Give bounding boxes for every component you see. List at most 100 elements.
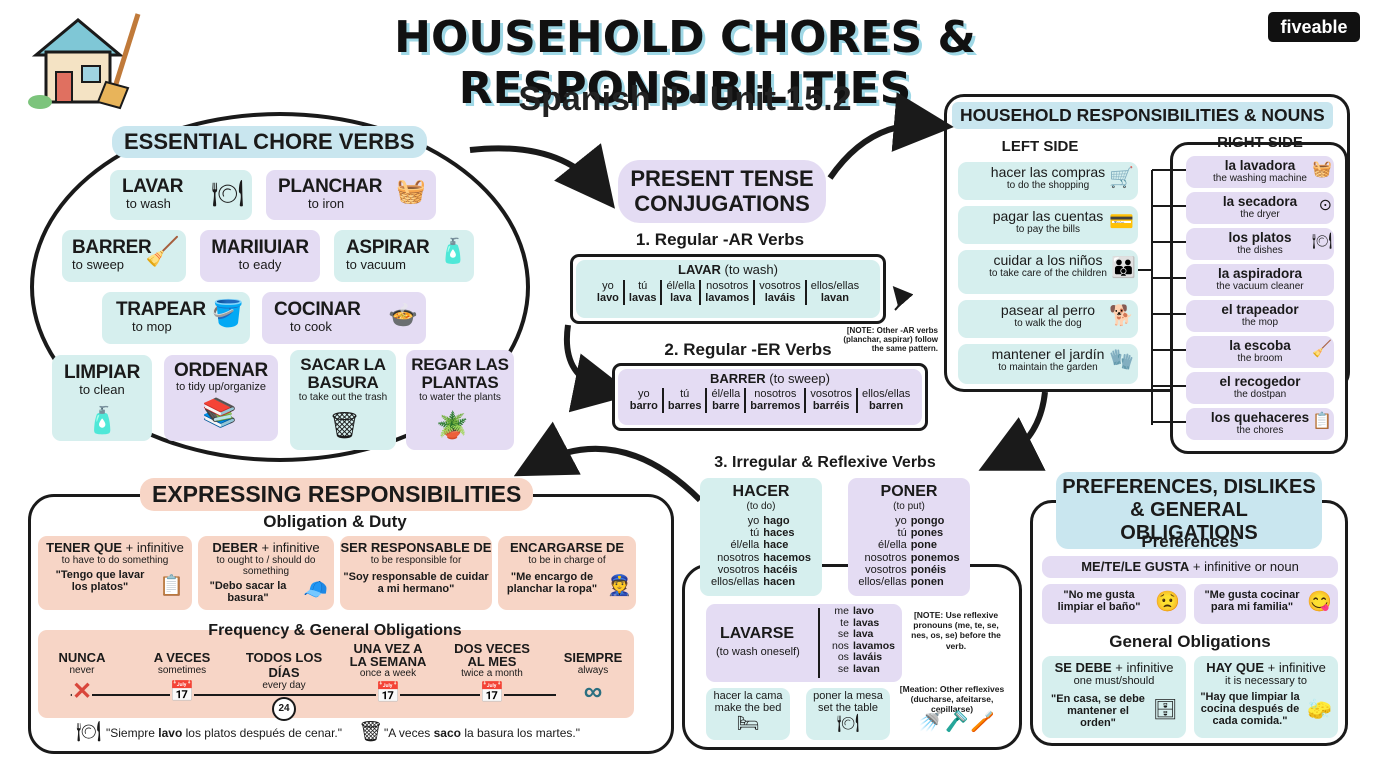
- example-a-veces: "A veces saco la basura los martes.": [384, 726, 580, 740]
- verb-meaning: to clean: [79, 381, 125, 397]
- se-debe-bold: SE DEBE: [1054, 660, 1112, 675]
- item-en: to do the shopping: [1006, 179, 1090, 191]
- phrase-en: set the table: [818, 702, 878, 715]
- reflexives-mention: [Meation: Other reflexives (ducharse, af…: [899, 684, 1005, 715]
- police-cap-icon: 🧢: [303, 579, 328, 601]
- verb-meaning: to sweep: [72, 256, 125, 272]
- item-en: to pay the bills: [1016, 223, 1080, 235]
- verb-label: COCINAR: [274, 299, 361, 320]
- right-side-header: RIGHT SIDE: [1217, 134, 1303, 151]
- chore-verbs-oval: [30, 112, 530, 462]
- kitchen-icon: 🧽: [1307, 699, 1332, 721]
- general-obligations-title: General Obligations: [1109, 632, 1271, 651]
- verb-card-lavar: LAVAR to wash 🍽: [110, 170, 252, 220]
- item-en: the vacuum cleaner: [1216, 281, 1304, 293]
- pronoun: ellos/ellas: [855, 387, 915, 401]
- verb-card-ordenar: ORDENAR to tidy up/organize 📚: [164, 355, 278, 441]
- card-verb: ENCARGARSE DE: [509, 540, 625, 555]
- phrase-en: make the bed: [714, 702, 782, 715]
- item-en: the dryer: [1240, 209, 1280, 221]
- ar-heading: 1. Regular -AR Verbs: [635, 230, 805, 249]
- freq-es: DOS VECES AL MES: [454, 641, 530, 669]
- calendar-icon: 📅: [169, 681, 195, 703]
- left-item: cuidar a los niños to take care of the c…: [958, 250, 1138, 294]
- preferences-subtitle: Preferences: [1141, 532, 1239, 551]
- er-verb: BARRER: [710, 371, 766, 386]
- se-debe-meaning: one must/should: [1073, 674, 1155, 687]
- er-heading: 2. Regular -ER Verbs: [664, 340, 832, 359]
- responsibilities-title: HOUSEHOLD RESPONSIBILITIES & NOUNS: [952, 102, 1333, 129]
- verb-label: ASPIRAR: [346, 237, 430, 258]
- phrase-es: hacer la cama: [713, 690, 783, 702]
- er-gloss: (to sweep): [769, 371, 830, 386]
- clock-24-icon: 24: [272, 697, 296, 721]
- verb-label: REGAR LAS PLANTAS: [411, 355, 509, 392]
- trash-icon: 🗑: [328, 410, 362, 440]
- family-icon: 👪: [1111, 257, 1136, 279]
- shelf-icon: 📚: [202, 397, 237, 428]
- vacuum-icon: 🧴: [438, 238, 468, 265]
- iron-icon: 🧺: [396, 178, 426, 205]
- card-example: "Soy responsable de cuidar a mi hermano": [343, 570, 489, 595]
- item-es: la lavadora: [1224, 158, 1296, 173]
- verb-card-aspirar: ASPIRAR to vacuum 🧴: [334, 230, 474, 282]
- item-es: la secadora: [1222, 194, 1298, 209]
- broom-icon: 🧹: [145, 236, 180, 267]
- verb-card-mariiuiar: MARIIUIAR to eady: [200, 230, 320, 282]
- verb-card-sacar-basura: SACAR LA BASURA to take out the trash 🗑: [290, 350, 396, 450]
- card-example: "Tengo que lavar los platos": [55, 568, 145, 593]
- card-example: "Me encargo de planchar la ropa": [506, 570, 598, 595]
- right-item: la aspiradora the vacuum cleaner: [1186, 264, 1334, 296]
- form: barro: [629, 400, 658, 413]
- freq-en: never: [69, 665, 95, 676]
- card-plus: + infinitive: [125, 540, 184, 555]
- ar-gloss: (to wash): [724, 262, 778, 277]
- x-mark-icon: ✕: [71, 678, 93, 705]
- verb-label: LIMPIAR: [63, 362, 140, 383]
- card-verb: TENER QUE: [46, 540, 123, 555]
- verb-label: MARIIUIAR: [211, 237, 309, 258]
- verb-meaning: to iron: [308, 195, 345, 211]
- house-broom-icon: [28, 10, 148, 110]
- form: lavan: [804, 292, 864, 305]
- gusta-rule: ME/TE/LE GUSTA + infinitive or noun: [1042, 556, 1338, 578]
- plate-icon: 🍽: [76, 721, 102, 743]
- hay-que-bold: HAY QUE: [1206, 660, 1264, 675]
- form: lavo: [596, 292, 619, 305]
- verb-meaning: to eady: [238, 256, 282, 272]
- gusta-bold: ME/TE/LE GUSTA: [1081, 559, 1190, 574]
- mop-icon: 🪣: [211, 298, 244, 328]
- pronoun: nosotros: [744, 387, 806, 401]
- pronoun: él/ella: [705, 387, 746, 401]
- item-es: mantener el jardín: [991, 346, 1105, 362]
- freq-es: A VECES: [153, 650, 211, 665]
- broom-icon: 🧹: [1312, 341, 1332, 358]
- freq-en: every day: [262, 680, 306, 691]
- left-item: hacer las compras to do the shopping 🛒: [958, 162, 1138, 200]
- pot-icon: 🍲: [388, 302, 418, 329]
- calendar-icon: 📅: [375, 682, 401, 704]
- plates-icon: 🍽: [1311, 233, 1332, 250]
- pronoun: vosotros: [804, 387, 857, 401]
- toothbrush-icon: 🪥: [970, 711, 995, 733]
- responsibilities-panel: [944, 94, 1350, 392]
- card-meaning: to be responsible for: [370, 554, 462, 566]
- brand-logo[interactable]: fiveable: [1268, 12, 1360, 42]
- officer-icon: 👮: [607, 575, 632, 597]
- pronoun: él/ella: [660, 279, 701, 293]
- card-meaning: to have to do something: [61, 554, 169, 566]
- dishes-icon: 🍽: [210, 178, 244, 208]
- hay-que-card: HAY QUE + infinitive it is necessary to …: [1194, 656, 1338, 738]
- form: barre: [705, 400, 746, 413]
- frequency-box: [38, 630, 634, 718]
- right-items: la lavadora the washing machine 🧺 la sec…: [1186, 156, 1334, 440]
- dryer-icon: ⊙: [1318, 197, 1332, 214]
- phrase-hacer-cama: hacer la cama make the bed 🛏: [706, 688, 790, 740]
- item-es: la escoba: [1229, 338, 1291, 353]
